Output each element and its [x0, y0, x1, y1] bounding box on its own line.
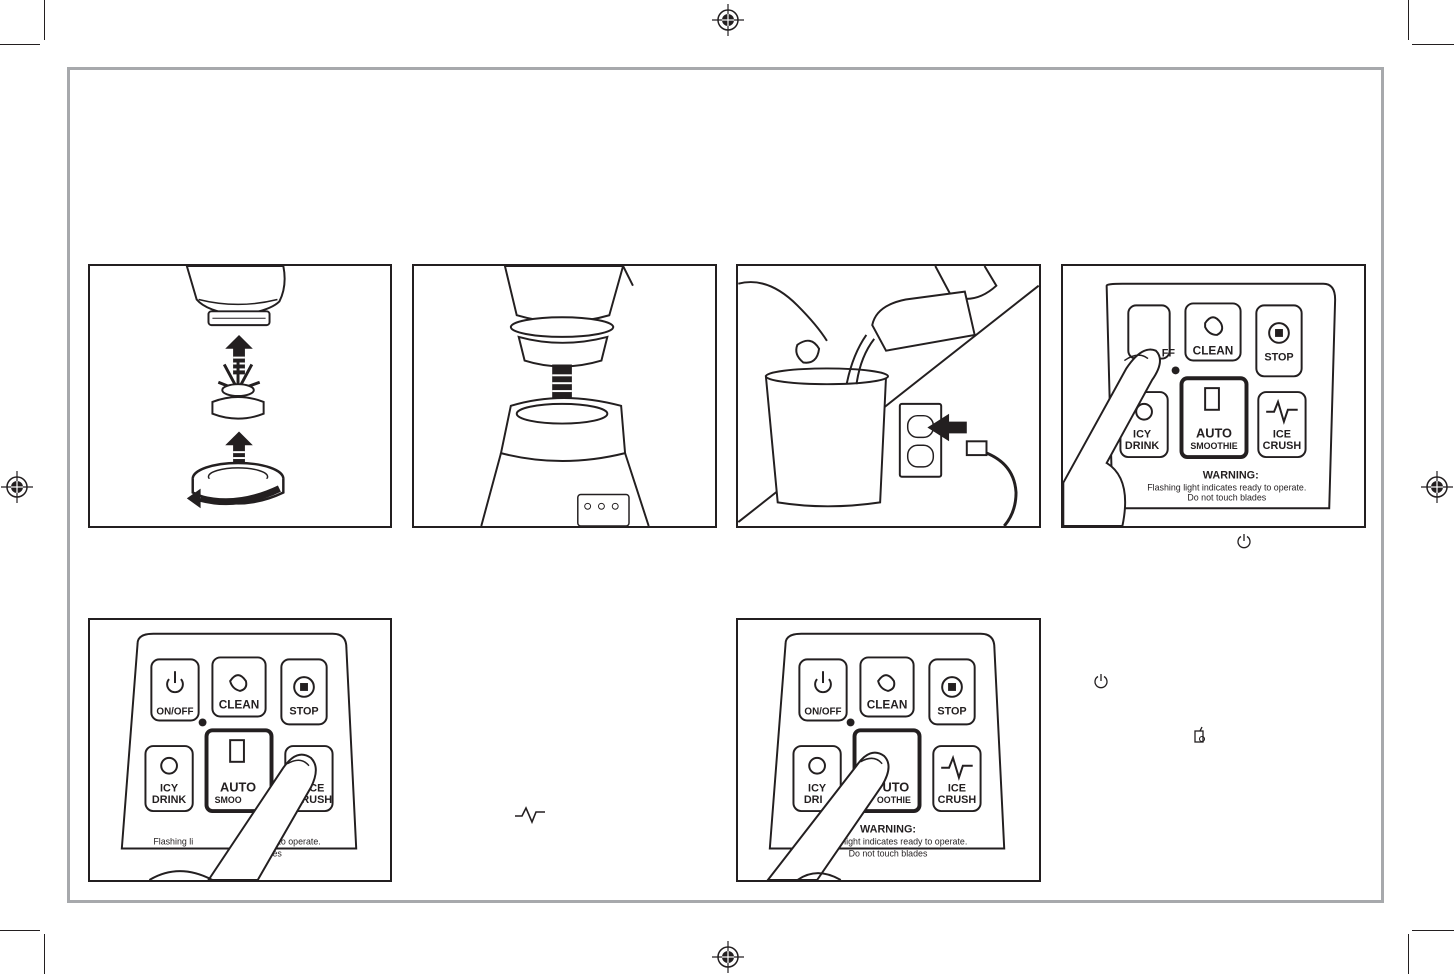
svg-text:DRINK: DRINK: [152, 794, 186, 806]
ice-crush-icon: [1266, 398, 1298, 425]
svg-text:SMOOTHIE: SMOOTHIE: [1190, 441, 1237, 451]
svg-text:AUTO: AUTO: [220, 779, 256, 794]
svg-text:ICE: ICE: [948, 782, 966, 794]
svg-text:ICY: ICY: [160, 782, 179, 794]
crop-mark: [44, 934, 45, 974]
registration-mark-icon: [712, 4, 744, 36]
crop-mark: [44, 0, 45, 40]
svg-text:Flashing li: Flashing li: [153, 837, 193, 847]
power-icon: [1237, 534, 1251, 549]
svg-text:ICY: ICY: [808, 782, 827, 794]
crop-mark: [1408, 934, 1409, 974]
crop-mark: [1412, 930, 1454, 931]
crop-mark: [1408, 0, 1409, 40]
registration-mark-icon: [1421, 471, 1453, 503]
illustration-press-power: FF CLEAN STOP ICY DRINK AUTO SMOOTHIE IC…: [1061, 264, 1366, 528]
auto-smoothie-icon: [1204, 387, 1220, 411]
svg-text:ICY: ICY: [1133, 428, 1152, 440]
svg-text:WARNING:: WARNING:: [1203, 470, 1259, 482]
registration-mark-icon: [712, 941, 744, 973]
svg-text:STOP: STOP: [937, 706, 966, 718]
registration-mark-icon: [1, 471, 33, 503]
svg-text:CLEAN: CLEAN: [219, 698, 260, 712]
on-off-label: FF: [1162, 348, 1176, 360]
clean-icon: [1204, 316, 1224, 336]
svg-text:Do not touch blades: Do not touch blades: [1187, 492, 1266, 502]
stop-label: STOP: [1264, 352, 1293, 364]
svg-text:light indicates ready to opera: light indicates ready to operate.: [844, 837, 967, 847]
svg-text:DRINK: DRINK: [1125, 440, 1159, 452]
illustration-place-jar: [412, 264, 717, 528]
svg-text:AUTO: AUTO: [1196, 425, 1232, 440]
svg-text:STOP: STOP: [289, 706, 318, 718]
svg-text:Do not touch blades: Do not touch blades: [849, 848, 928, 858]
svg-text:ICE: ICE: [1273, 428, 1291, 440]
illustration-blade-assembly: [88, 264, 392, 528]
crop-mark: [1412, 44, 1454, 45]
crop-mark: [0, 930, 40, 931]
svg-text:ady to operate.: ady to operate.: [262, 837, 321, 847]
auto-smoothie-icon: [1194, 726, 1206, 743]
svg-text:OOTHIE: OOTHIE: [877, 795, 911, 805]
svg-text:DRI: DRI: [804, 794, 823, 806]
svg-text:CRUSH: CRUSH: [938, 794, 977, 806]
illustration-press-auto-smoothie: ON/OFF CLEAN STOP ICY DRINK AUTO SMOO CE…: [88, 618, 392, 882]
stop-icon: [1275, 329, 1283, 337]
crop-mark: [0, 44, 40, 45]
svg-text:CRUSH: CRUSH: [1263, 440, 1302, 452]
ice-crush-icon: [515, 806, 545, 824]
icy-drink-icon: [1135, 402, 1153, 421]
svg-text:UTO: UTO: [882, 779, 909, 794]
svg-text:WARNING:: WARNING:: [860, 824, 916, 836]
svg-text:CLEAN: CLEAN: [867, 698, 908, 712]
power-icon: [1094, 674, 1108, 689]
illustration-press-auto-smoothie-2: ON/OFF CLEAN STOP ICY DRI UTO OOTHIE ICE…: [736, 618, 1041, 882]
svg-text:CE: CE: [309, 782, 324, 794]
svg-text:Flashing light indicates ready: Flashing light indicates ready to operat…: [1147, 483, 1306, 493]
illustration-fill-and-plug: [736, 264, 1041, 528]
svg-text:ON/OFF: ON/OFF: [156, 707, 193, 718]
clean-label: CLEAN: [1193, 344, 1234, 358]
page-frame: [67, 67, 1384, 903]
svg-text:ON/OFF: ON/OFF: [804, 707, 841, 718]
svg-text:SMOO: SMOO: [215, 795, 242, 805]
